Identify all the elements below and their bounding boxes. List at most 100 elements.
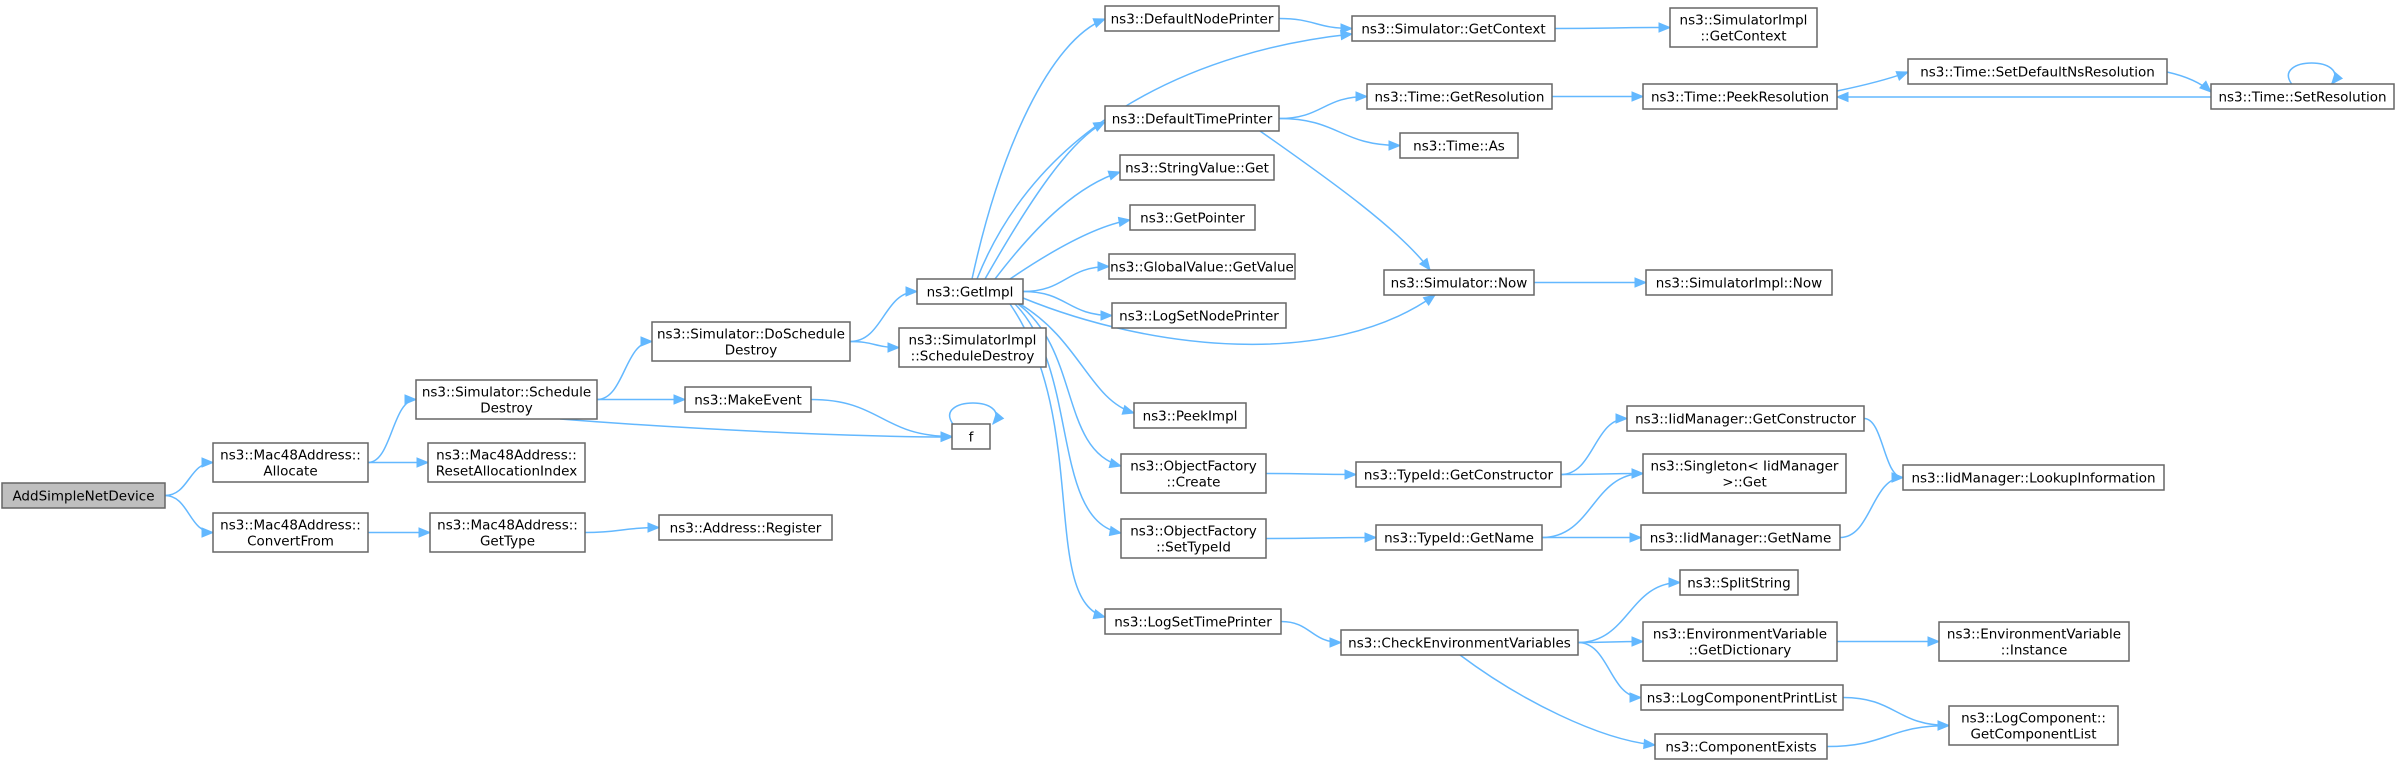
node-logsetnode[interactable]: ns3::LogSetNodePrinter (1111, 302, 1287, 329)
node-box[interactable] (651, 321, 851, 362)
node-box[interactable] (916, 278, 1024, 305)
node-gvget[interactable]: ns3::GlobalValue::GetValue (1108, 253, 1296, 280)
node-addrreg[interactable]: ns3::Address::Register (658, 514, 833, 541)
node-simctx[interactable]: ns3::Simulator::GetContext (1351, 15, 1556, 42)
node-envinst[interactable]: ns3::EnvironmentVariable::Instance (1938, 621, 2130, 662)
node-getimpl[interactable]: ns3::GetImpl (916, 278, 1024, 305)
node-timeres[interactable]: ns3::Time::GetResolution (1366, 83, 1553, 110)
node-label: ns3::LogSetTimePrinter (1114, 615, 1272, 631)
node-box[interactable] (429, 512, 586, 553)
node-box[interactable] (427, 442, 586, 483)
node-box[interactable] (1111, 302, 1287, 329)
node-box[interactable] (1120, 453, 1267, 494)
node-box[interactable] (1120, 518, 1267, 559)
node-f[interactable]: f (951, 423, 991, 450)
node-m48reset[interactable]: ns3::Mac48Address::ResetAllocationIndex (427, 442, 586, 483)
node-box[interactable] (1640, 524, 1841, 551)
node-box[interactable] (1375, 524, 1543, 551)
node-box[interactable] (1640, 684, 1844, 711)
node-box[interactable] (1902, 464, 2165, 491)
node-box[interactable] (1907, 58, 2168, 85)
node-defnode[interactable]: ns3::DefaultNodePrinter (1104, 5, 1280, 32)
node-m48type[interactable]: ns3::Mac48Address::GetType (429, 512, 586, 553)
node-box[interactable] (212, 442, 369, 483)
node-simimplsd[interactable]: ns3::SimulatorImpl::ScheduleDestroy (898, 327, 1047, 368)
node-simimplnow[interactable]: ns3::SimulatorImpl::Now (1645, 269, 1833, 296)
node-box[interactable] (898, 327, 1047, 368)
node-box[interactable] (1108, 253, 1296, 280)
node-box[interactable] (1340, 629, 1579, 656)
node-box[interactable] (1642, 453, 1847, 494)
node-envdict[interactable]: ns3::EnvironmentVariable::GetDictionary (1642, 621, 1838, 662)
edge-envdict-to-envinst-arrowhead (1927, 636, 1941, 647)
node-box[interactable] (1654, 733, 1828, 760)
node-box[interactable] (1104, 105, 1280, 132)
node-getptr[interactable]: ns3::GetPointer (1129, 204, 1256, 231)
edge-checkenv-to-splitstr (1577, 581, 1681, 644)
node-singleton[interactable]: ns3::Singleton< IidManager>::Get (1642, 453, 1847, 494)
node-m48alloc[interactable]: ns3::Mac48Address::Allocate (212, 442, 369, 483)
node-tidgetname[interactable]: ns3::TypeId::GetName (1375, 524, 1543, 551)
node-box[interactable] (2210, 83, 2395, 110)
node-add[interactable]: AddSimpleNetDevice (1, 482, 166, 509)
edge-checkenv-to-splitstr-arrowhead (1668, 577, 1682, 588)
node-box[interactable] (658, 514, 833, 541)
node-box[interactable] (1399, 132, 1519, 159)
node-deftime[interactable]: ns3::DefaultTimePrinter (1104, 105, 1280, 132)
node-logsettime[interactable]: ns3::LogSetTimePrinter (1104, 608, 1282, 635)
node-box[interactable] (1626, 405, 1865, 432)
node-simnow[interactable]: ns3::Simulator::Now (1383, 269, 1535, 296)
node-iidlookup[interactable]: ns3::IidManager::LookupInformation (1902, 464, 2165, 491)
node-box[interactable] (1, 482, 166, 509)
edge-timesetres-to-timesetres-arrowhead (2330, 71, 2344, 86)
node-iidgetctor[interactable]: ns3::IidManager::GetConstructor (1626, 405, 1865, 432)
node-logprint[interactable]: ns3::LogComponentPrintList (1640, 684, 1844, 711)
edge-getimpl-to-gvget (1022, 265, 1110, 293)
edge-add-to-m48alloc (164, 461, 214, 497)
node-box[interactable] (1351, 15, 1556, 42)
node-box[interactable] (684, 386, 812, 413)
node-box[interactable] (1133, 402, 1247, 429)
node-box[interactable] (1104, 5, 1280, 32)
node-ofsettid[interactable]: ns3::ObjectFactory::SetTypeId (1120, 518, 1267, 559)
node-ofcreate[interactable]: ns3::ObjectFactory::Create (1120, 453, 1267, 494)
edge-tidgetname-to-singleton (1541, 472, 1644, 539)
node-box[interactable] (1679, 569, 1799, 596)
node-box[interactable] (951, 423, 991, 450)
node-makeevent[interactable]: ns3::MakeEvent (684, 386, 812, 413)
node-m48conv[interactable]: ns3::Mac48Address::ConvertFrom (212, 512, 369, 553)
node-simimplctx[interactable]: ns3::SimulatorImpl::GetContext (1669, 7, 1818, 48)
node-box[interactable] (1383, 269, 1535, 296)
node-timeas[interactable]: ns3::Time::As (1399, 132, 1519, 159)
node-simsd[interactable]: ns3::Simulator::ScheduleDestroy (415, 379, 598, 420)
node-box[interactable] (1642, 621, 1838, 662)
node-splitstr[interactable]: ns3::SplitString (1679, 569, 1799, 596)
edge-ofsettid-to-tidgetname-arrowhead (1364, 532, 1378, 543)
node-timepeek[interactable]: ns3::Time::PeekResolution (1642, 83, 1838, 110)
edge-getimpl-to-strval (994, 171, 1121, 280)
node-box[interactable] (1355, 461, 1562, 488)
node-iidgetname[interactable]: ns3::IidManager::GetName (1640, 524, 1841, 551)
node-box[interactable] (1104, 608, 1282, 635)
node-box[interactable] (1129, 204, 1256, 231)
node-box[interactable] (1119, 154, 1275, 181)
node-box[interactable] (415, 379, 598, 420)
node-checkenv[interactable]: ns3::CheckEnvironmentVariables (1340, 629, 1579, 656)
node-tidgetctor[interactable]: ns3::TypeId::GetConstructor (1355, 461, 1562, 488)
node-box[interactable] (1669, 7, 1818, 48)
node-box[interactable] (1938, 621, 2130, 662)
edge-getimpl-to-simctx-arrowhead (1340, 29, 1354, 41)
node-box[interactable] (212, 512, 369, 553)
node-timesetres[interactable]: ns3::Time::SetResolution (2210, 83, 2395, 110)
node-label: Destroy (725, 343, 778, 359)
node-timesetdef[interactable]: ns3::Time::SetDefaultNsResolution (1907, 58, 2168, 85)
node-box[interactable] (1642, 83, 1838, 110)
node-box[interactable] (1948, 705, 2119, 746)
node-box[interactable] (1366, 83, 1553, 110)
node-compexists[interactable]: ns3::ComponentExists (1654, 733, 1828, 760)
node-strval[interactable]: ns3::StringValue::Get (1119, 154, 1275, 181)
node-peekimpl[interactable]: ns3::PeekImpl (1133, 402, 1247, 429)
node-logcomplist[interactable]: ns3::LogComponent::GetComponentList (1948, 705, 2119, 746)
node-box[interactable] (1645, 269, 1833, 296)
